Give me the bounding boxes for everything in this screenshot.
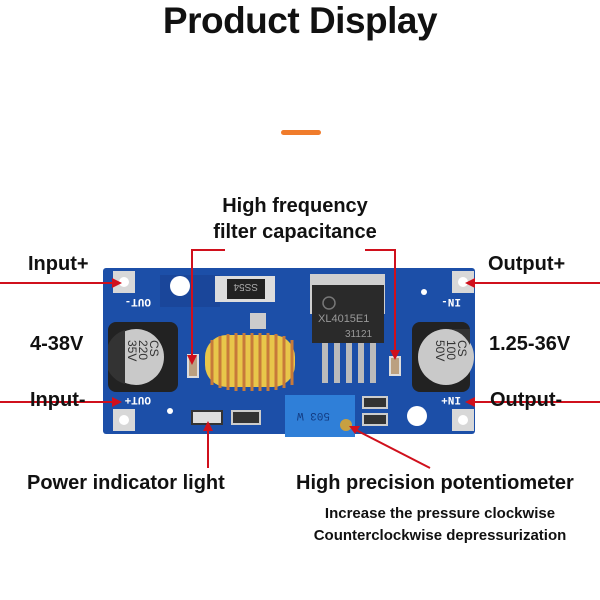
potentiometer-label: High precision potentiometer: [296, 472, 574, 494]
input-capacitor: [108, 322, 178, 392]
input-voltage-label: 4-38V: [30, 333, 84, 355]
hf-label-line2: filter capacitance: [213, 221, 377, 243]
cap-right-label: CS10050V: [433, 340, 469, 361]
pot-note-1: Increase the pressure clockwise: [324, 505, 556, 522]
cap-left-label: CS22035V: [125, 340, 161, 361]
chip-marking-2: 31121: [345, 329, 373, 340]
pot-marking: 503 W: [297, 409, 330, 421]
input-plus-label: Input+: [28, 253, 89, 275]
inductor-coil: [210, 333, 294, 391]
diode: [227, 279, 265, 299]
page-title: Product Display: [162, 0, 438, 41]
pot-screw: [340, 419, 352, 431]
callout-arrows: [0, 249, 600, 469]
chip-marking-1: XL4015E1: [318, 313, 369, 325]
output-plus-label: Output+: [488, 253, 566, 275]
xl4015-chip: [312, 285, 384, 343]
title-underline: [281, 130, 321, 135]
power-light-label: Power indicator light: [27, 472, 225, 494]
output-minus-label: Output-: [490, 389, 563, 411]
silk-in-minus: IN-: [441, 295, 461, 307]
silk-in-plus: IN+: [441, 393, 461, 405]
input-minus-label: Input-: [30, 389, 86, 411]
output-voltage-label: 1.25-36V: [489, 333, 571, 355]
silk-out-minus: OUT-: [125, 295, 151, 307]
hf-label-line1: High frequency: [222, 195, 368, 217]
hf-capacitance-label: High frequency filter capacitance: [180, 195, 410, 244]
output-capacitor: [412, 322, 474, 392]
silk-out-plus: OUT+: [124, 393, 151, 405]
power-led: [191, 410, 223, 425]
diode-marking: SS54: [233, 281, 258, 292]
pot-note-2: Counterclockwise depressurization: [313, 527, 567, 544]
